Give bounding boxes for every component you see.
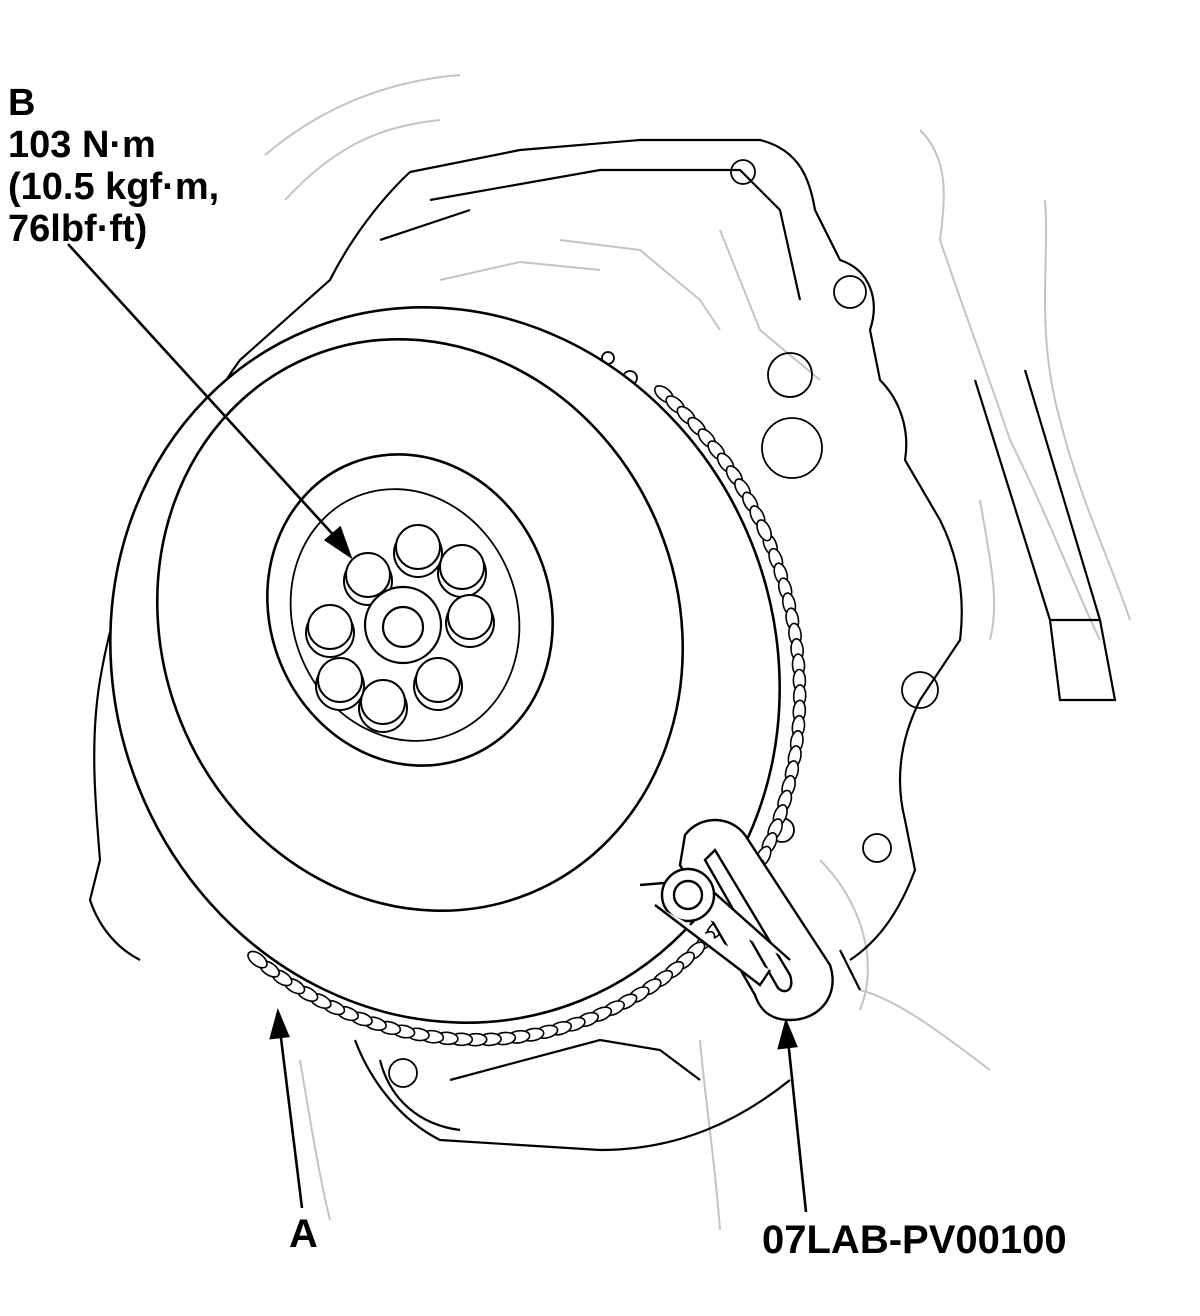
- flywheel-bolts: [305, 524, 495, 733]
- engine-block-background: [264, 74, 1131, 1231]
- tool-part-number-label: 07LAB-PV00100: [762, 1218, 1067, 1262]
- flywheel-bolt: [343, 552, 393, 606]
- torque-kgfm: (10.5 kgf·m,: [8, 166, 220, 208]
- flywheel-bolt: [413, 657, 463, 711]
- flywheel-bolt: [445, 594, 495, 648]
- torque-nm: 103 N·m: [8, 124, 156, 166]
- torque-lbfft: 76lbf·ft): [8, 208, 148, 250]
- ring-gear-tooth: [756, 519, 773, 542]
- ring-gear-tooth: [247, 950, 268, 969]
- flywheel-bolt: [358, 679, 408, 733]
- callout-leader-lines: [67, 243, 808, 1213]
- flywheel-bolt: [437, 544, 487, 598]
- callout-a-label: A: [289, 1212, 318, 1256]
- drive-shaft: [973, 369, 1117, 702]
- flywheel-bolt: [305, 604, 355, 658]
- callout-b-label: B 103 N·m (10.5 kgf·m, 76lbf·ft): [8, 82, 219, 250]
- flywheel-bolt: [315, 657, 365, 711]
- flywheel-hub: [363, 585, 443, 665]
- callout-b-letter: B: [8, 82, 36, 124]
- flywheel-bolt: [393, 524, 443, 578]
- flywheel-holder-tool: [639, 818, 834, 1022]
